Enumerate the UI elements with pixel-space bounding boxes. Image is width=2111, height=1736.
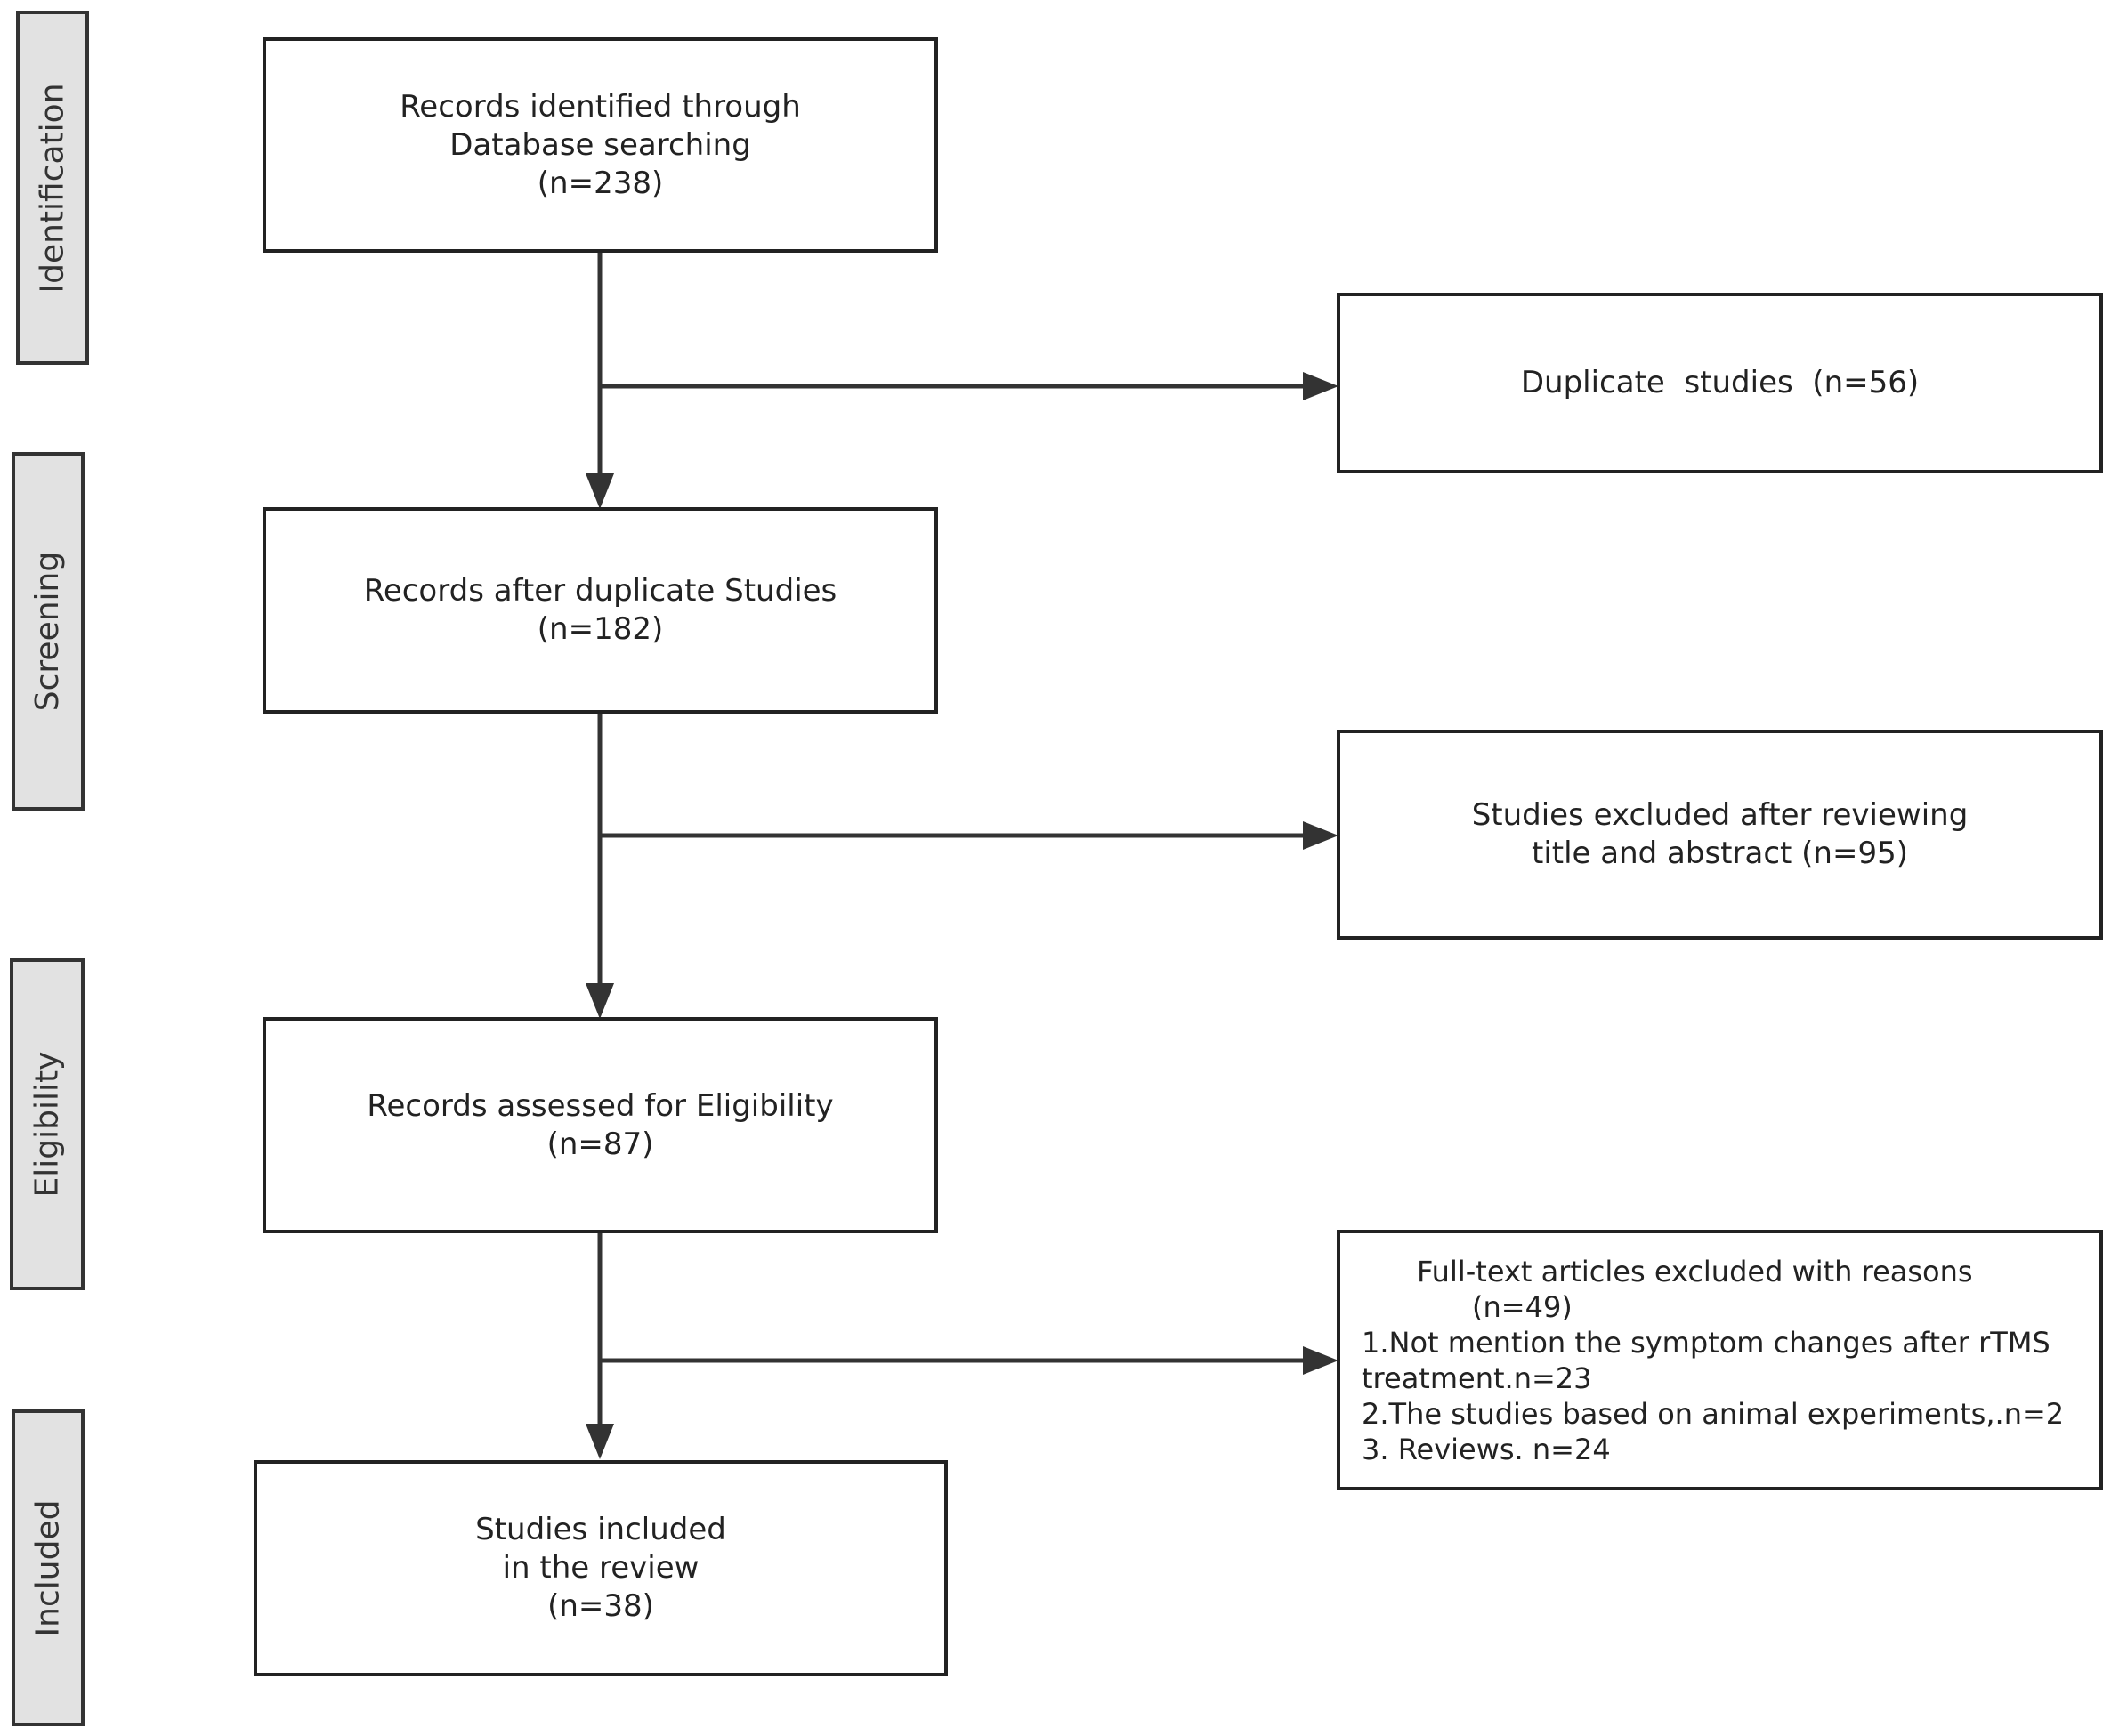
box-studies-included-line-2: in the review	[502, 1550, 700, 1586]
box-records-assessed-count: (n=87)	[546, 1126, 654, 1162]
box-records-identified-line-1: Records identified through	[400, 88, 801, 125]
phase-label-included: Included	[29, 1499, 67, 1636]
box-studies-included: Studies included in the review (n=38)	[254, 1460, 948, 1676]
box-duplicate-studies: Duplicate studies (n=56)	[1337, 293, 2103, 473]
phase-included: Included	[12, 1409, 85, 1726]
box-fulltext-excluded-count: (n=49)	[1472, 1289, 1573, 1324]
arrow-to-screening	[586, 473, 614, 509]
phase-label-screening: Screening	[29, 551, 67, 712]
box-fulltext-excluded: Full-text articles excluded with reasons…	[1337, 1230, 2103, 1490]
phase-identification: Identification	[16, 11, 89, 365]
box-records-after-duplicates-count: (n=182)	[537, 611, 664, 647]
box-records-after-duplicates-line-1: Records after duplicate Studies	[363, 573, 837, 609]
box-records-assessed: Records assessed for Eligibility (n=87)	[263, 1017, 938, 1233]
box-records-identified-count: (n=238)	[537, 165, 664, 201]
arrow-to-excluded-title	[1303, 821, 1339, 850]
phase-label-identification: Identification	[34, 82, 71, 294]
arrow-to-eligibility	[586, 983, 614, 1019]
arrow-to-fulltext-excluded	[1303, 1346, 1339, 1375]
box-studies-excluded-title: Studies excluded after reviewing title a…	[1337, 730, 2103, 940]
box-fulltext-excluded-reason-1-cont: treatment.n=23	[1362, 1361, 1592, 1395]
box-fulltext-excluded-reason-3: 3. Reviews. n=24	[1362, 1432, 1611, 1466]
arrow-to-duplicates	[1303, 372, 1339, 400]
box-fulltext-excluded-reason-1: 1.Not mention the symptom changes after …	[1362, 1325, 2050, 1360]
box-studies-included-line-1: Studies included	[475, 1512, 726, 1547]
phase-label-eligibility: Eligibility	[28, 1051, 66, 1198]
box-duplicate-studies-text: Duplicate studies (n=56)	[1520, 365, 1920, 400]
box-records-assessed-line-1: Records assessed for Eligibility	[367, 1087, 834, 1124]
box-records-identified-line-2: Database searching	[449, 126, 751, 163]
box-studies-included-count: (n=38)	[547, 1588, 654, 1624]
box-fulltext-excluded-reason-2: 2.The studies based on animal experiment…	[1362, 1396, 2065, 1431]
box-records-after-duplicates: Records after duplicate Studies (n=182)	[263, 507, 938, 714]
box-fulltext-excluded-heading: Full-text articles excluded with reasons	[1417, 1254, 1973, 1288]
phase-eligibility: Eligibility	[10, 958, 85, 1290]
box-studies-excluded-title-line-1: Studies excluded after reviewing	[1471, 797, 1969, 833]
box-studies-excluded-title-line-2: title and abstract (n=95)	[1532, 836, 1908, 871]
phase-screening: Screening	[12, 452, 85, 811]
arrow-to-included	[586, 1424, 614, 1459]
box-records-identified: Records identified through Database sear…	[263, 37, 938, 253]
